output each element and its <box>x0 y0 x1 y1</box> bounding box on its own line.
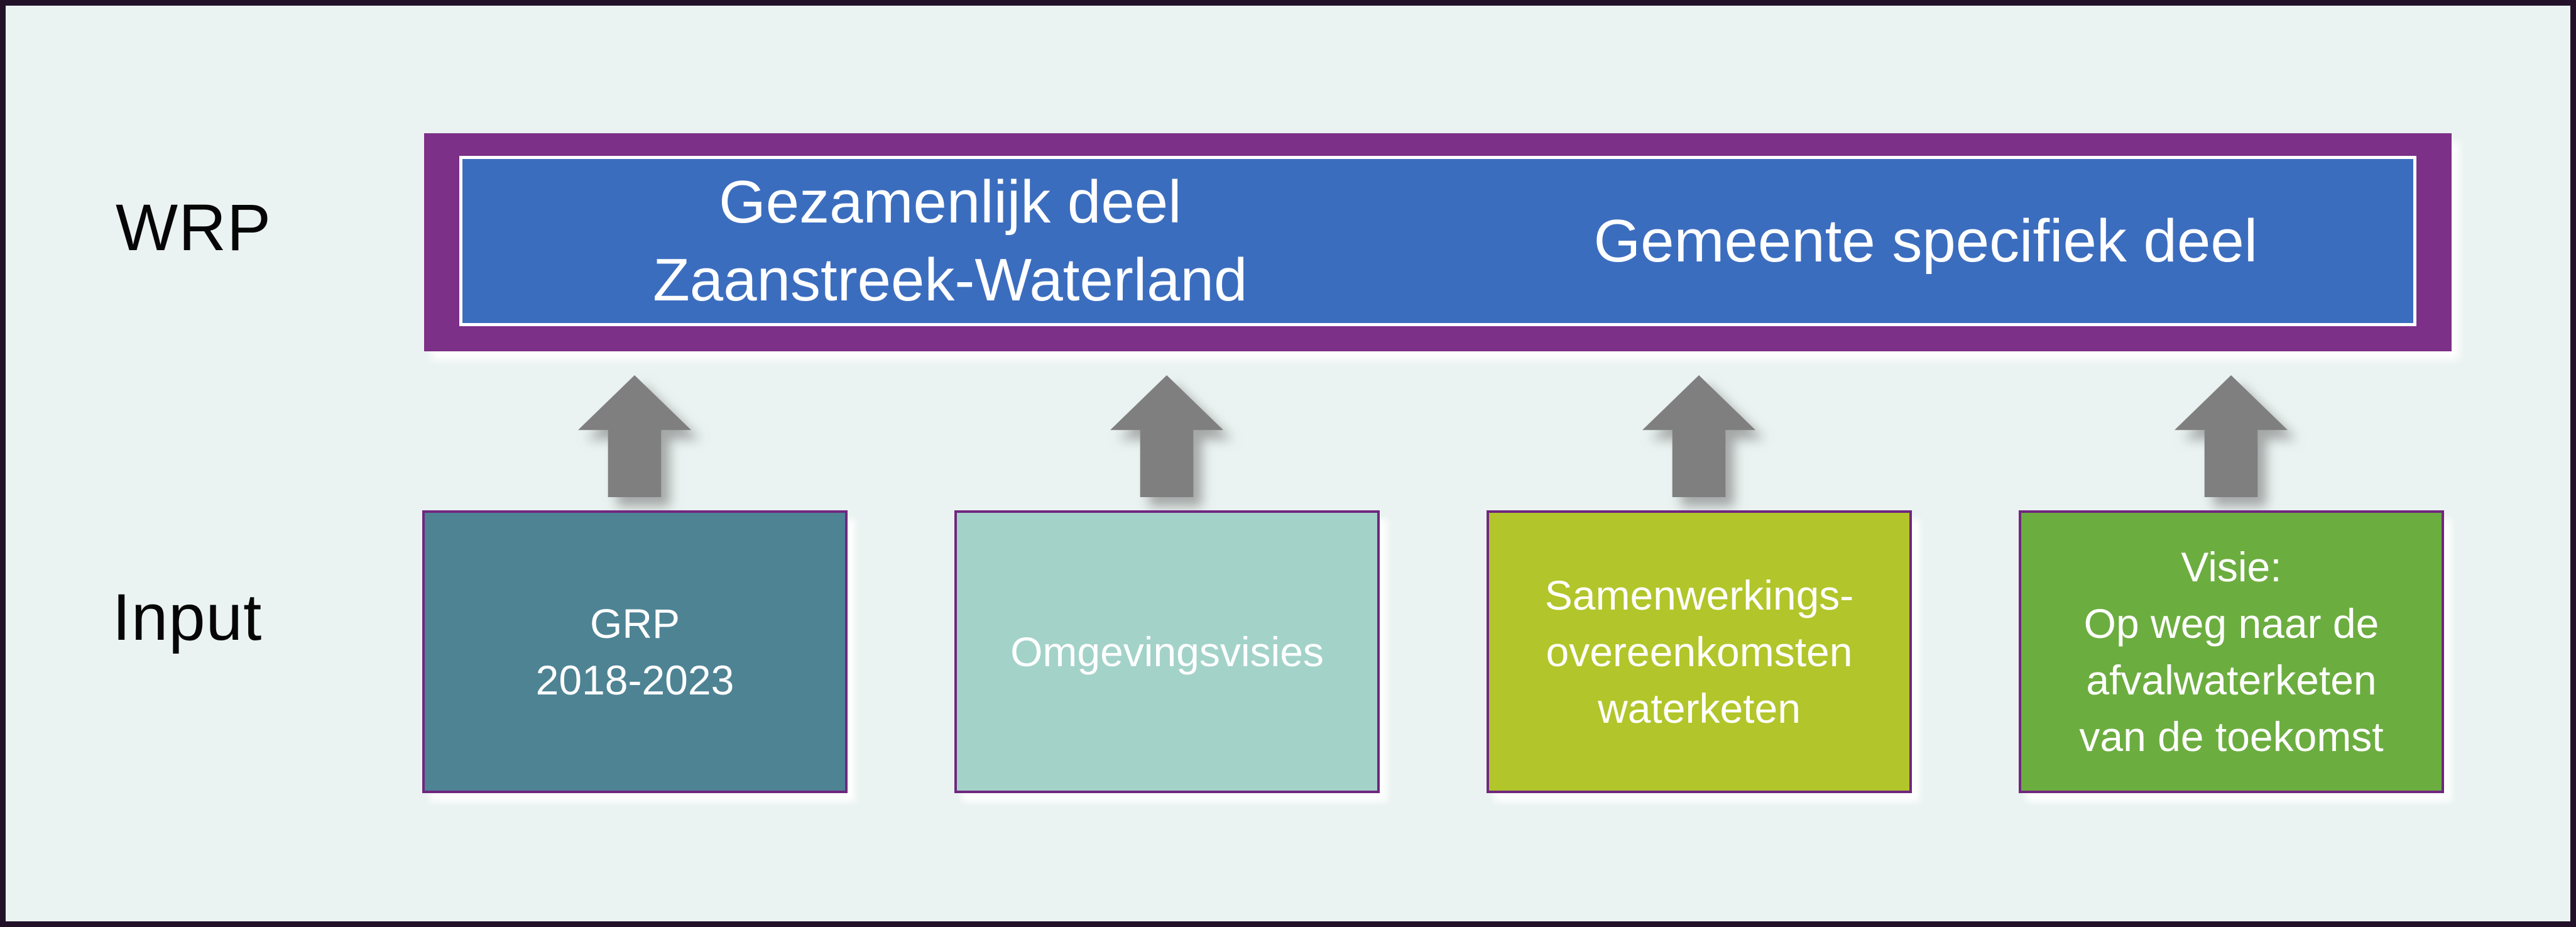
up-arrow-shape <box>2175 375 2288 497</box>
box-text-line: Samenwerkings- <box>1544 572 1854 618</box>
wrp-banner-inner: Gezamenlijk deel Zaanstreek-Waterland Ge… <box>459 156 2416 326</box>
wrp-banner: Gezamenlijk deel Zaanstreek-Waterland Ge… <box>424 133 2452 351</box>
box-text-line: 2018-2023 <box>535 657 734 703</box>
input-box-visie: Visie: Op weg naar de afvalwaterketen va… <box>2019 510 2444 793</box>
banner-joint-line-1: Gezamenlijk deel <box>719 168 1182 236</box>
box-text-line: GRP <box>589 600 680 647</box>
box-text-line: Op weg naar de <box>2083 600 2379 647</box>
box-text-line: Visie: <box>2181 544 2282 590</box>
input-box-omgevingsvisies: Omgevingsvisies <box>954 510 1380 793</box>
banner-municipal-section: Gemeente specifiek deel <box>1438 159 2414 323</box>
banner-municipal-label: Gemeente specifiek deel <box>1593 207 2258 275</box>
up-arrow-shape <box>1642 375 1755 497</box>
up-arrow-icon <box>1642 375 1755 497</box>
up-arrow-icon <box>2175 375 2288 497</box>
wrp-row-label: WRP <box>116 191 271 265</box>
box-text-line: afvalwaterketen <box>2086 657 2377 703</box>
box-text-line: Omgevingsvisies <box>1010 628 1324 675</box>
input-row-label: Input <box>112 581 263 654</box>
input-box-samenwerkingsovereenkomsten: Samenwerkings- overeenkomsten waterketen <box>1487 510 1912 793</box>
up-arrow-icon <box>1110 375 1223 497</box>
banner-joint-line-2: Zaanstreek-Waterland <box>653 246 1248 314</box>
up-arrow-icon <box>578 375 691 497</box>
up-arrow-shape <box>578 375 691 497</box>
box-text-line: van de toekomst <box>2079 713 2384 760</box>
box-text-line: overeenkomsten <box>1546 628 1853 675</box>
banner-joint-section: Gezamenlijk deel Zaanstreek-Waterland <box>462 159 1438 323</box>
up-arrow-shape <box>1110 375 1223 497</box>
input-box-grp: GRP 2018-2023 <box>422 510 848 793</box>
box-text-line: waterketen <box>1598 685 1801 732</box>
